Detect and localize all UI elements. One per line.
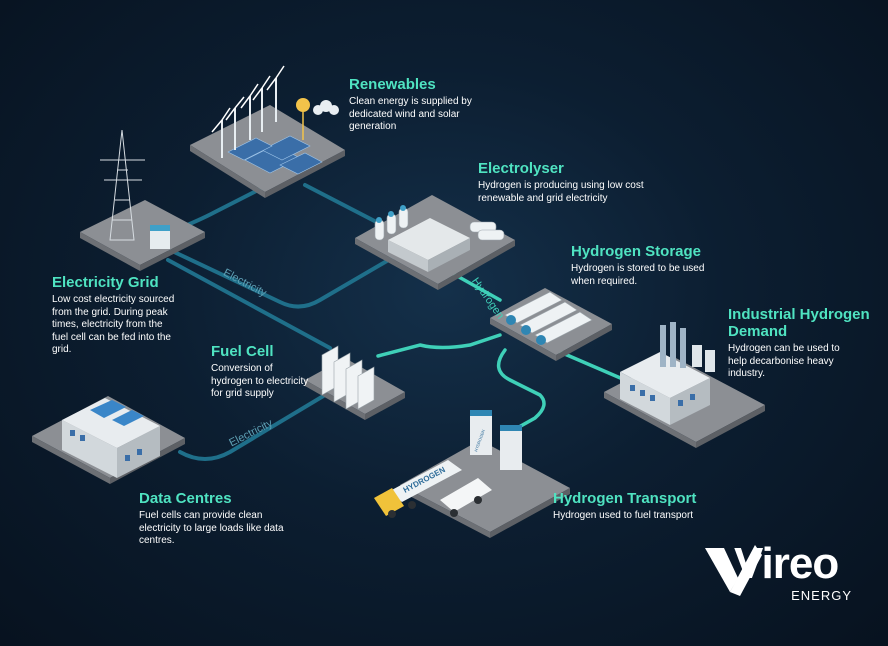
electricity-grid-illustration xyxy=(80,129,205,271)
fuel-cell-title: Fuel Cell xyxy=(211,343,274,360)
data-centres-block: Data Centres Fuel cells can provide clea… xyxy=(139,490,289,548)
electricity-grid-block: Electricity Grid Low cost electricity so… xyxy=(52,274,177,357)
logo-wordmark: Vireo xyxy=(734,539,839,588)
hydrogen-transport-illustration: HYDROGEN HYDROGEN xyxy=(374,410,570,538)
storage-to-fuelcell-line xyxy=(376,333,502,358)
fuel-cell-block: Fuel Cell Conversion of hydrogen to elec… xyxy=(211,343,311,401)
grid-to-electrolyser-line xyxy=(168,248,394,309)
data-centres-desc: Fuel cells can provide clean electricity… xyxy=(139,510,284,546)
electricity-grid-title: Electricity Grid xyxy=(52,274,159,291)
fuel-cell-illustration xyxy=(305,345,405,420)
hydrogen-transport-desc: Hydrogen used to fuel transport xyxy=(553,510,694,521)
vireo-logo-mark xyxy=(705,545,762,596)
data-centres-title: Data Centres xyxy=(139,490,232,507)
electricity-grid-desc: Low cost electricity sourced from the gr… xyxy=(52,294,175,355)
data-centre-illustration xyxy=(32,396,185,484)
grid-to-renewables-line xyxy=(173,183,270,232)
fuelcell-to-datacentre-line xyxy=(178,390,332,461)
electrolyser-illustration xyxy=(355,195,515,290)
hydrogen-transport-title: Hydrogen Transport xyxy=(553,490,697,507)
industrial-demand-desc: Hydrogen can be used to help decarbonise… xyxy=(728,343,840,379)
electrolyser-block: Electrolyser Hydrogen is producing using… xyxy=(478,160,658,205)
hydrogen-transport-block: Hydrogen Transport Hydrogen used to fuel… xyxy=(553,490,733,523)
sun-icon xyxy=(296,98,310,112)
electrolyser-desc: Hydrogen is producing using low cost ren… xyxy=(478,180,644,204)
cloud-icon xyxy=(313,100,339,115)
logo-subtitle: ENERGY xyxy=(791,588,852,603)
hydrogen-storage-desc: Hydrogen is stored to be used when requi… xyxy=(571,263,705,287)
renewables-illustration xyxy=(190,65,345,198)
renewables-desc: Clean energy is supplied by dedicated wi… xyxy=(349,96,472,132)
fuel-cell-desc: Conversion of hydrogen to electricity fo… xyxy=(211,363,309,399)
renewables-title: Renewables xyxy=(349,76,436,93)
grid-to-fuelcell-line xyxy=(166,258,332,350)
vireo-energy-logo: Vireo ENERGY xyxy=(700,540,860,610)
industrial-demand-illustration xyxy=(604,322,765,448)
storage-to-transport-line xyxy=(496,348,546,434)
industrial-demand-block: Industrial Hydrogen Demand Hydrogen can … xyxy=(728,306,878,381)
electricity-connections xyxy=(166,183,394,461)
storage-to-industry-line xyxy=(558,350,627,382)
hydrogen-connections xyxy=(376,270,627,434)
electrolyser-title: Electrolyser xyxy=(478,160,564,177)
industrial-demand-title: Industrial Hydrogen Demand xyxy=(728,306,870,340)
hydrogen-storage-block: Hydrogen Storage Hydrogen is stored to b… xyxy=(571,243,721,288)
hydrogen-storage-title: Hydrogen Storage xyxy=(571,243,702,260)
hydrogen-storage-illustration xyxy=(490,288,612,361)
renewables-block: Renewables Clean energy is supplied by d… xyxy=(349,76,499,134)
